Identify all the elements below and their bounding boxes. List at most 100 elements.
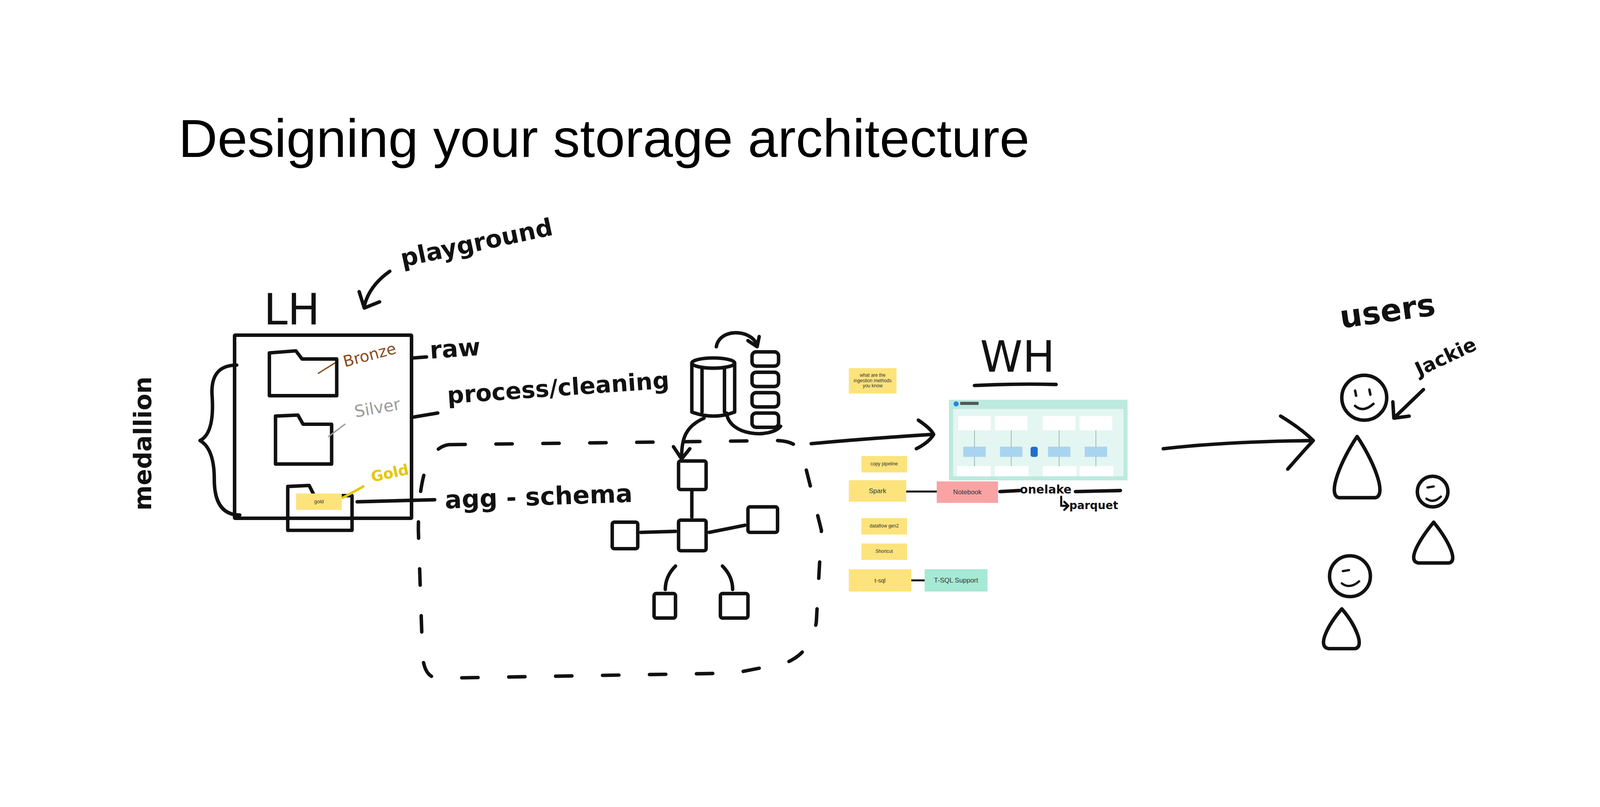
leader-line xyxy=(342,486,364,499)
screenshot-panel xyxy=(953,408,1124,477)
node-body: copy pipeline xyxy=(861,456,908,473)
pointer-arrow xyxy=(364,271,390,307)
handwritten-note: Jackie xyxy=(1411,333,1480,382)
branch-line xyxy=(357,500,435,502)
handwritten-note: onelake xyxy=(1019,482,1072,497)
screenshot-box xyxy=(1000,446,1023,458)
node-text: Spark xyxy=(868,487,886,496)
sticky-note: copy pipeline xyxy=(861,456,908,473)
table-square xyxy=(678,520,707,551)
branch-line xyxy=(413,357,427,359)
label-holder: Silver xyxy=(353,396,402,421)
user-body xyxy=(1323,608,1359,649)
node-body: Notebook xyxy=(936,481,999,504)
hook-arrow xyxy=(1061,496,1069,511)
database-icon xyxy=(691,358,735,369)
node-text: Shortcut xyxy=(875,549,893,555)
node-text: dataflow gen2 xyxy=(869,523,899,530)
note-line xyxy=(1000,490,1020,492)
node-body: Shortcut xyxy=(861,543,908,561)
label-holder: Gold xyxy=(369,462,410,485)
label-holder: parquet xyxy=(1069,500,1118,512)
label-holder: agg - schema xyxy=(444,481,634,513)
handwritten-note: process/cleaning xyxy=(446,366,670,410)
screenshot-card xyxy=(1079,416,1113,431)
node-body: Spark xyxy=(848,480,907,502)
screenshot-box xyxy=(1048,446,1071,458)
node-heading: LH xyxy=(263,284,320,335)
arrow-head xyxy=(673,446,690,459)
branch-line xyxy=(413,413,438,418)
handwritten-note: medallion xyxy=(128,376,158,511)
sticky-note: t-sql xyxy=(848,569,912,592)
screenshot-bar xyxy=(960,401,979,406)
screenshot-box xyxy=(963,446,986,458)
page-title: Designing your storage architecture xyxy=(178,111,1030,166)
dashed-region xyxy=(418,440,822,679)
underline xyxy=(974,384,1057,386)
folder-icon xyxy=(269,351,337,397)
table-square xyxy=(678,461,707,490)
label-holder: process/cleaning xyxy=(446,368,670,408)
screenshot-card xyxy=(994,416,1028,431)
table-square xyxy=(612,522,638,549)
schema-link xyxy=(665,566,733,590)
heading-holder: LH xyxy=(263,288,320,332)
layer-label: Silver xyxy=(353,394,402,422)
stack-box xyxy=(751,413,779,428)
folder-icon xyxy=(287,485,353,531)
screenshot-card xyxy=(1079,466,1114,477)
user-face xyxy=(1341,570,1359,587)
label-holder: users xyxy=(1337,289,1438,334)
arrow-head xyxy=(358,291,380,309)
screenshot-card xyxy=(958,416,992,431)
layer-label: Bronze xyxy=(341,339,399,371)
table-square xyxy=(720,593,749,619)
handwritten-note: agg - schema xyxy=(444,479,633,515)
cycle-arrow xyxy=(726,413,781,434)
sticky-note: dataflow gen2 xyxy=(861,518,908,535)
screenshot-box xyxy=(1084,446,1108,458)
arrow-head xyxy=(748,336,760,347)
warehouse-panel: WH xyxy=(948,400,1128,481)
sticky-note: gold xyxy=(296,493,342,511)
screenshot-icon xyxy=(953,401,959,407)
schema-link xyxy=(640,491,745,533)
sticky-note: T-SQL Support xyxy=(924,569,988,592)
flow-arrow xyxy=(811,434,932,445)
handwritten-note: raw xyxy=(428,332,482,365)
user-face xyxy=(1426,486,1442,502)
handwritten-note: parquet xyxy=(1069,499,1118,513)
table-square xyxy=(653,593,676,619)
node-text: T-SQL Support xyxy=(933,576,979,585)
sticky-note: Spark xyxy=(848,480,907,502)
node-heading: WH xyxy=(980,332,1055,383)
flow-arrow xyxy=(681,418,704,458)
node-body: gold xyxy=(296,493,342,511)
user-body xyxy=(1334,436,1381,499)
user-body xyxy=(1413,522,1453,563)
user-face xyxy=(1355,389,1374,410)
screenshot-card xyxy=(1042,416,1076,431)
lakehouse-box: LHgold xyxy=(232,333,414,521)
node-text: t-sql xyxy=(874,577,886,584)
user-head xyxy=(1341,375,1387,421)
connector-line xyxy=(906,491,937,493)
node-text: copy pipeline xyxy=(870,461,898,468)
leader-line xyxy=(318,363,335,374)
flow-arrow xyxy=(1163,440,1312,449)
node-text: Notebook xyxy=(953,488,982,497)
label-holder: playground xyxy=(398,214,555,271)
heading-holder: WH xyxy=(980,335,1055,379)
screenshot-link xyxy=(974,430,1097,467)
node-body: T-SQL Support xyxy=(924,569,988,592)
screenshot-panel xyxy=(948,400,1128,481)
stack-box xyxy=(751,392,779,408)
database-icon xyxy=(701,369,725,413)
layer-label: Gold xyxy=(369,460,411,486)
node-text: what are the ingestion methods you know xyxy=(851,373,895,390)
onelake-screenshot xyxy=(948,400,1128,481)
label-holder: Bronze xyxy=(341,340,398,370)
sticky-note: Shortcut xyxy=(861,543,908,561)
